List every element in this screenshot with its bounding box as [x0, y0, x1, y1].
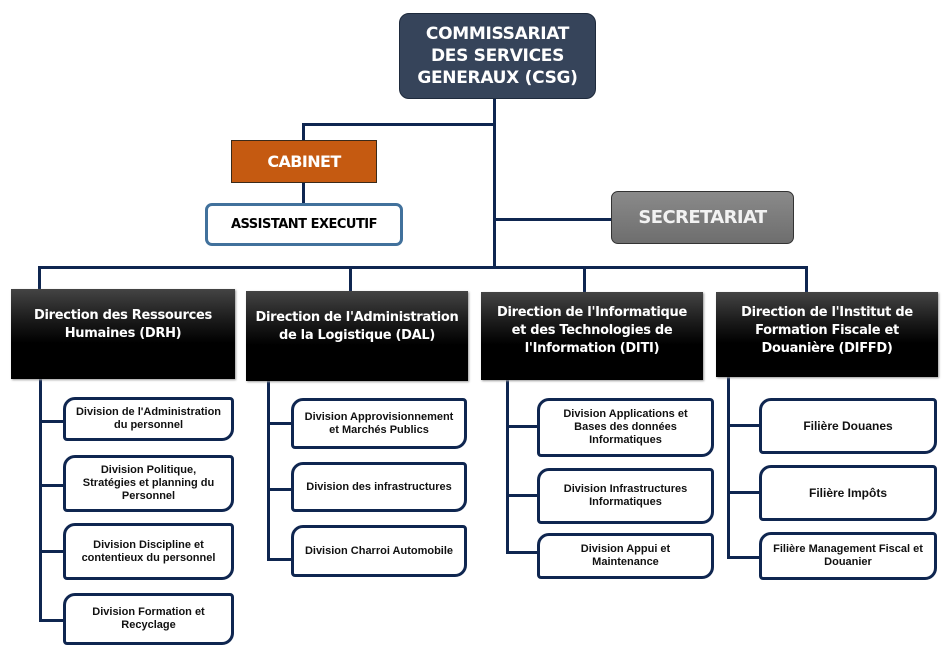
connector-secretariat	[493, 218, 611, 221]
assistant-label: ASSISTANT EXECUTIF	[230, 217, 378, 232]
connector-diti-div2	[506, 494, 538, 497]
division-box: Filière Douanes	[759, 398, 937, 454]
division-box: Division Approvisionnement et Marchés Pu…	[291, 398, 467, 449]
division-box: Division Politique, Stratégies et planni…	[63, 455, 234, 512]
connector-dal-div3	[267, 558, 293, 561]
connector-drh-div4	[39, 619, 65, 622]
connector-diti-div1	[506, 425, 538, 428]
connector-dal-div1	[267, 422, 293, 425]
connector-diffd-div3	[727, 556, 762, 559]
division-label: Division Approvisionnement et Marchés Pu…	[304, 410, 454, 436]
secretariat-box: SECRETARIAT	[611, 191, 794, 244]
connector-directions-bus	[38, 266, 808, 269]
cabinet-label: CABINET	[267, 152, 341, 171]
connector-drh-div3	[39, 550, 65, 553]
division-label: Division Applications et Bases des donné…	[563, 408, 688, 446]
division-label: Division Appui et Maintenance	[580, 543, 671, 568]
connector-cabinet-horizontal	[302, 123, 496, 126]
direction-label: Direction de l'Informatique et des Techn…	[496, 305, 687, 356]
connector-cabinet-drop	[302, 123, 305, 140]
connector-diti-drop	[583, 266, 586, 292]
division-box: Division Charroi Automobile	[291, 525, 467, 577]
secretariat-label: SECRETARIAT	[638, 207, 767, 228]
connector-drh-div1	[39, 420, 65, 423]
connector-diffd-div1	[727, 424, 762, 427]
division-label: Filière Management Fiscal et Douanier	[773, 543, 923, 568]
direction-dal: Direction de l'Administration de la Logi…	[246, 291, 468, 381]
division-box: Division Discipline et contentieux du pe…	[63, 523, 234, 580]
division-box: Filière Impôts	[759, 465, 937, 521]
direction-diffd: Direction de l'Institut de Formation Fis…	[716, 292, 938, 377]
direction-label: Direction de l'Institut de Formation Fis…	[741, 305, 913, 356]
direction-label: Direction de l'Administration de la Logi…	[255, 310, 459, 343]
division-label: Filière Impôts	[808, 485, 888, 500]
division-box: Division de l'Administration du personne…	[63, 397, 234, 441]
division-label: Division Charroi Automobile	[304, 544, 454, 557]
connector-drh-div2	[39, 484, 65, 487]
connector-diti-div3	[506, 551, 538, 554]
assistant-box: ASSISTANT EXECUTIF	[205, 203, 403, 246]
csg-label: COMMISSARIAT DES SERVICES GENERAUX (CSG)	[417, 24, 578, 88]
connector-top-trunk	[493, 99, 496, 269]
division-box: Division Infrastructures Informatiques	[537, 468, 714, 524]
connector-dal-drop	[349, 266, 352, 292]
division-label: Division des infrastructures	[306, 480, 452, 493]
connector-diffd-spine	[727, 376, 730, 559]
direction-label: Direction des Ressources Humaines (DRH)	[34, 308, 212, 341]
connector-diffd-drop	[805, 266, 808, 292]
connector-dal-spine	[267, 381, 270, 561]
connector-dal-div2	[267, 488, 293, 491]
division-box: Division Applications et Bases des donné…	[537, 398, 714, 457]
division-label: Division Infrastructures Informatiques	[563, 483, 688, 508]
connector-diti-spine	[506, 379, 509, 554]
connector-diffd-div2	[727, 491, 762, 494]
direction-drh: Direction des Ressources Humaines (DRH)	[11, 289, 235, 379]
connector-assistant	[302, 183, 305, 203]
csg-box: COMMISSARIAT DES SERVICES GENERAUX (CSG)	[399, 13, 596, 99]
cabinet-box: CABINET	[231, 140, 377, 183]
division-box: Filière Management Fiscal et Douanier	[759, 532, 937, 580]
connector-drh-spine	[39, 379, 42, 622]
division-label: Division Discipline et contentieux du pe…	[81, 538, 216, 564]
division-label: Division Politique, Stratégies et planni…	[82, 464, 215, 502]
division-box: Division Formation et Recyclage	[63, 593, 234, 645]
division-box: Division des infrastructures	[291, 462, 467, 512]
direction-diti: Direction de l'Informatique et des Techn…	[481, 292, 703, 380]
division-box: Division Appui et Maintenance	[537, 533, 714, 579]
division-label: Division de l'Administration du personne…	[75, 406, 222, 431]
division-label: Filière Douanes	[803, 418, 893, 433]
connector-drh-drop	[38, 266, 41, 290]
division-label: Division Formation et Recyclage	[92, 606, 205, 631]
